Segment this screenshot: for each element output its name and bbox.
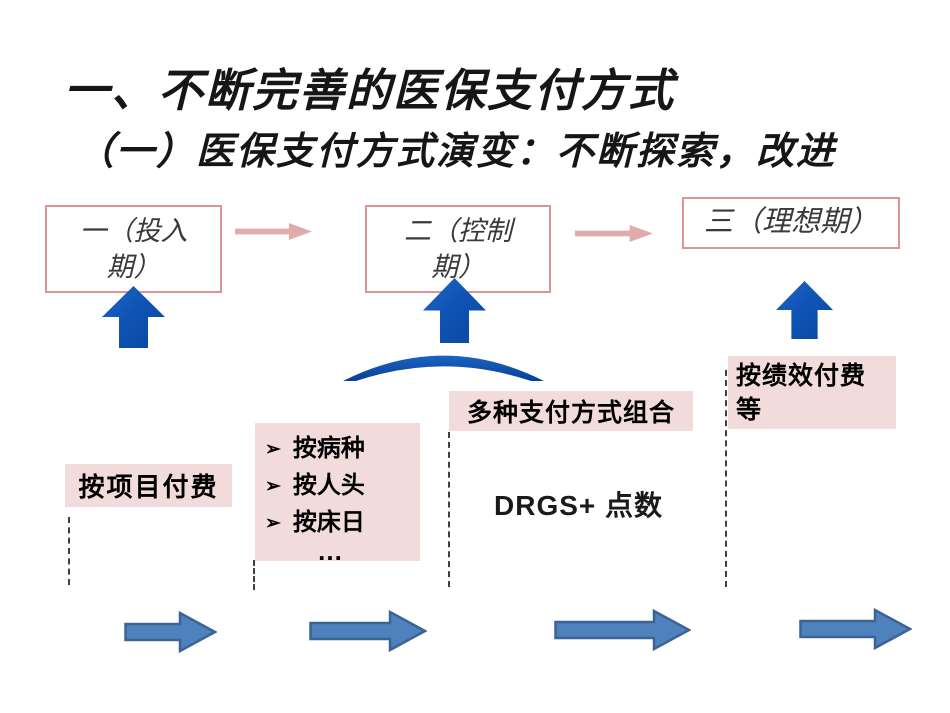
label-fee-for-service: 按项目付费	[65, 464, 232, 507]
stage-divider-line	[253, 560, 255, 590]
arrowhead-bullet-icon: ➢	[265, 439, 281, 460]
label-text: 按项目付费	[78, 472, 219, 502]
stage-box-label-line: 三（理想期）	[703, 206, 878, 239]
stage-box-control-period: 二（控制 期）	[365, 205, 551, 293]
arc-connector-icon	[342, 355, 545, 382]
list-item-label: 按人头	[292, 472, 365, 499]
stage-box-label-line: 期）	[431, 252, 485, 282]
right-arrow-icon	[799, 608, 912, 651]
list-item-label: 按床日	[292, 509, 365, 536]
stage-box-label-line: 一（投入	[79, 215, 188, 246]
right-arrow-icon	[575, 225, 653, 242]
list-item: ➢ 按人头	[265, 472, 414, 502]
stage-box-label-line: 期）	[106, 252, 161, 282]
list-item: ➢ 按病种	[265, 435, 414, 465]
stage-box-investment-period: 一（投入 期）	[45, 205, 222, 293]
list-item: ➢ 按床日	[265, 509, 414, 539]
list-item-label: 按病种	[292, 435, 365, 462]
stage-box-label-line: 二（控制	[404, 215, 512, 246]
stage-divider-line	[448, 432, 450, 587]
slide-title: 一、不断完善的医保支付方式	[64, 66, 676, 116]
label-text: 多种支付方式组合	[466, 399, 675, 427]
stage-box-ideal-period: 三（理想期）	[682, 197, 900, 249]
label-text: 按绩效付费等	[736, 362, 867, 424]
label-combined-payment-methods: 多种支付方式组合	[449, 391, 693, 431]
up-arrow-icon	[776, 281, 833, 339]
up-arrow-icon	[102, 286, 165, 348]
arrowhead-bullet-icon: ➢	[265, 513, 281, 534]
list-ellipsis: …	[317, 536, 345, 566]
slide-subtitle: （一）医保支付方式演变：不断探索，改进	[76, 131, 837, 173]
right-arrow-icon	[124, 611, 217, 654]
right-arrow-icon	[309, 610, 427, 653]
right-arrow-icon	[554, 609, 691, 652]
arrowhead-bullet-icon: ➢	[265, 476, 281, 497]
stage-divider-line	[68, 517, 70, 585]
right-arrow-icon	[235, 223, 312, 240]
label-performance-based-payment: 按绩效付费等	[728, 356, 896, 429]
stage-divider-line	[725, 370, 727, 587]
label-drgs-points: DRGS+ 点数	[494, 490, 664, 521]
label-payment-methods-list: ➢ 按病种 ➢ 按人头 ➢ 按床日 …	[255, 423, 420, 566]
